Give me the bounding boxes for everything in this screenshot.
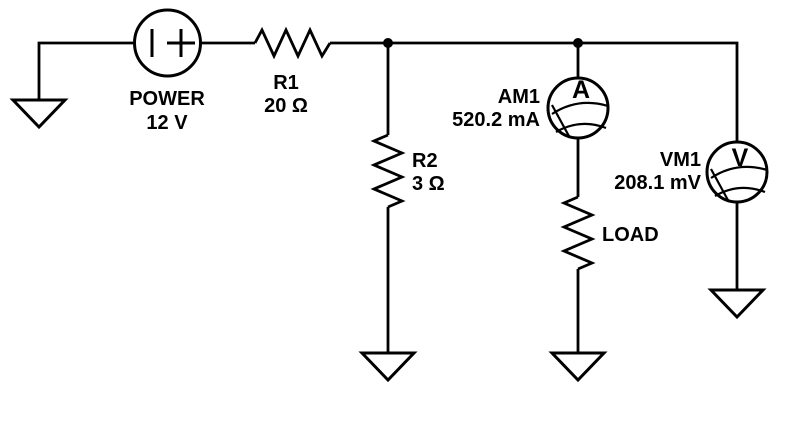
resistor-zigzag-r1 [253, 26, 332, 60]
r1-label: R1 [273, 72, 299, 94]
power-label: POWER [129, 88, 205, 110]
am1-value: 520.2 mA [452, 109, 540, 131]
meter-gauge-icon [551, 101, 609, 139]
ammeter-circle [546, 76, 610, 140]
ground-icon-r2 [358, 351, 418, 383]
resistor-load: LOAD [560, 195, 659, 271]
ground-icon-power [9, 98, 69, 130]
load-label: LOAD [602, 224, 659, 246]
junction-dot-node1 [383, 38, 393, 48]
resistor-r1: R1 20 Ω [253, 26, 332, 117]
power-value: 12 V [146, 112, 188, 134]
r2-value: 3 Ω [412, 173, 445, 195]
ground-icon-vm1 [707, 288, 767, 320]
resistor-r2: R2 3 Ω [370, 133, 445, 209]
ammeter-am1: A AM1 520.2 mA [452, 76, 610, 140]
resistor-zigzag-load [560, 195, 596, 271]
dc-source-polarity-icon [150, 29, 195, 57]
ammeter-unit-letter: A [572, 76, 590, 104]
r2-label: R2 [412, 150, 438, 172]
meter-gauge-icon [710, 165, 768, 203]
resistor-zigzag-r2 [370, 133, 406, 209]
power-source: POWER 12 V [129, 8, 205, 134]
junction-dot-node2 [573, 38, 583, 48]
wire-ground-to-power [37, 41, 135, 100]
voltmeter-vm1: V VM1 208.1 mV [614, 140, 769, 204]
wire-top-rail [330, 41, 739, 142]
dc-source-circle [133, 8, 202, 78]
voltmeter-unit-letter: V [732, 144, 749, 172]
r1-value: 20 Ω [264, 95, 308, 117]
vm1-value: 208.1 mV [614, 172, 701, 194]
vm1-label: VM1 [660, 149, 701, 171]
ground-icon-load [548, 351, 608, 383]
am1-label: AM1 [498, 86, 540, 108]
voltmeter-circle [705, 140, 769, 204]
